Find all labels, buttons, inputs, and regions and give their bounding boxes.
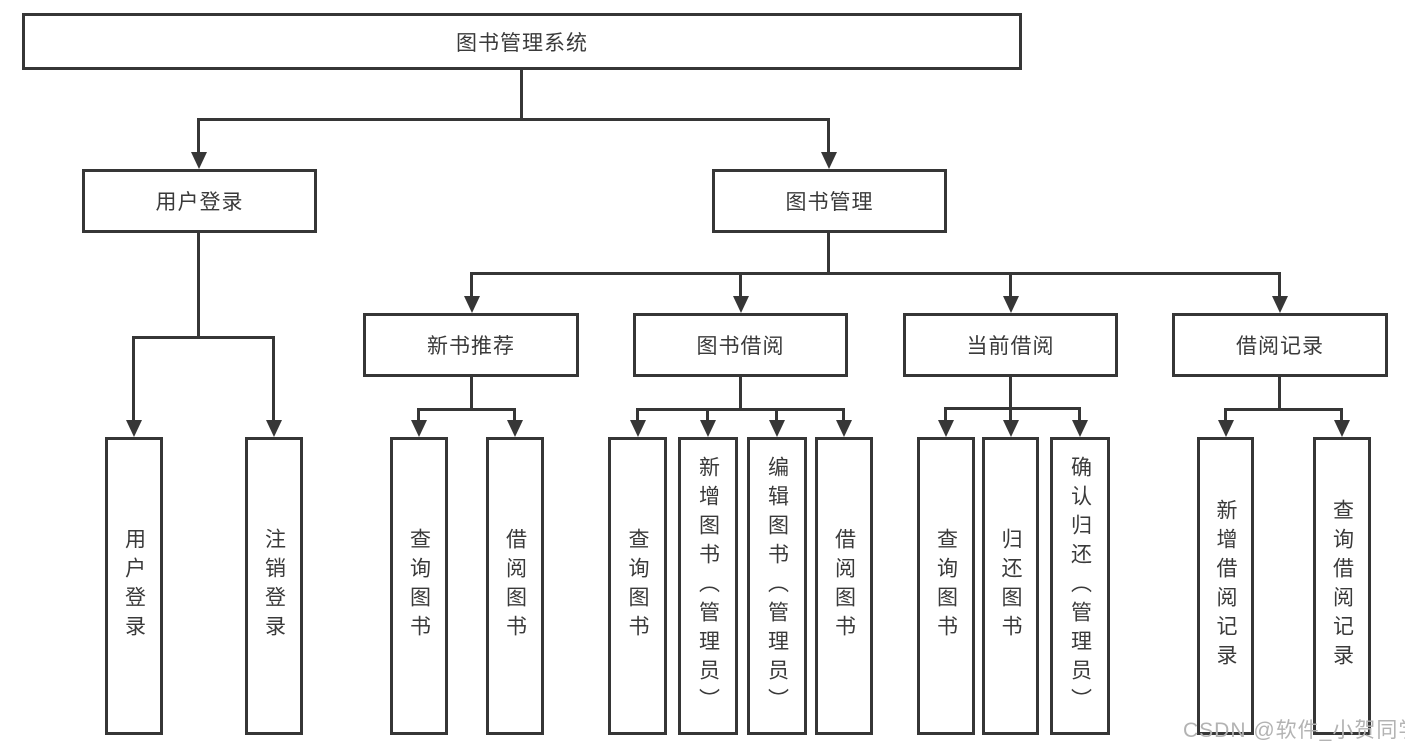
leaf-user-login-label: 用户登录: [122, 528, 146, 644]
connector-line: [1340, 408, 1343, 423]
leaf-records-add-record: 新增借阅记录: [1197, 437, 1254, 735]
leaf-borrow-edit-books-admin-label: 编辑图书（管理员）: [765, 455, 789, 717]
node-borrow-records: 借阅记录: [1172, 313, 1388, 377]
connector-line: [636, 408, 845, 411]
arrow-down-icon: [507, 420, 523, 437]
node-user-login-label: 用户登录: [155, 191, 244, 214]
connector-line: [272, 336, 275, 423]
arrow-down-icon: [938, 420, 954, 437]
leaf-current-confirm-return-admin-label: 确认归还（管理员）: [1068, 455, 1092, 717]
connector-line: [706, 408, 709, 423]
leaf-current-query-books-label: 查询图书: [934, 528, 958, 644]
arrow-down-icon: [630, 420, 646, 437]
leaf-borrow-query-books: 查询图书: [608, 437, 667, 735]
node-new-book-recommend-label: 新书推荐: [427, 335, 515, 358]
node-book-borrow-label: 图书借阅: [696, 335, 785, 358]
connector-line: [417, 408, 420, 423]
node-book-borrow: 图书借阅: [633, 313, 848, 377]
connector-line: [739, 272, 742, 299]
arrow-down-icon: [1334, 420, 1350, 437]
node-book-management: 图书管理: [712, 169, 947, 233]
leaf-logout-login: 注销登录: [245, 437, 303, 735]
leaf-current-query-books: 查询图书: [917, 437, 975, 735]
arrow-down-icon: [411, 420, 427, 437]
leaf-records-query-record: 查询借阅记录: [1313, 437, 1371, 735]
connector-line: [197, 118, 200, 155]
leaf-borrow-borrow-books-label: 借阅图书: [832, 528, 856, 644]
leaf-borrow-borrow-books: 借阅图书: [815, 437, 873, 735]
connector-line: [418, 408, 516, 411]
leaf-recommend-borrow-books: 借阅图书: [486, 437, 544, 735]
connector-line: [470, 272, 1281, 275]
leaf-records-add-record-label: 新增借阅记录: [1214, 499, 1237, 673]
arrow-down-icon: [464, 296, 480, 313]
leaf-records-query-record-label: 查询借阅记录: [1330, 499, 1354, 673]
arrow-down-icon: [1272, 296, 1288, 313]
connector-line: [470, 272, 473, 299]
arrow-down-icon: [769, 420, 785, 437]
connector-line: [470, 377, 473, 408]
connector-line: [1009, 377, 1012, 408]
leaf-current-return-books: 归还图书: [982, 437, 1039, 735]
connector-line: [133, 336, 275, 339]
connector-line: [1009, 272, 1012, 299]
connector-line: [636, 408, 639, 423]
arrow-down-icon: [733, 296, 749, 313]
node-borrow-records-label: 借阅记录: [1236, 335, 1324, 358]
connector-line: [775, 408, 778, 423]
connector-line: [513, 408, 516, 423]
connector-line: [827, 118, 830, 155]
arrow-down-icon: [1218, 420, 1234, 437]
leaf-user-login: 用户登录: [105, 437, 163, 735]
leaf-recommend-query-books-label: 查询图书: [407, 528, 431, 644]
node-current-borrow: 当前借阅: [903, 313, 1118, 377]
connector-line: [739, 377, 742, 408]
leaf-borrow-add-books-admin: 新增图书（管理员）: [678, 437, 738, 735]
arrow-down-icon: [1072, 420, 1088, 437]
connector-line: [1278, 377, 1281, 408]
arrow-down-icon: [821, 152, 837, 169]
arrow-down-icon: [191, 152, 207, 169]
connector-line: [132, 336, 135, 423]
leaf-borrow-query-books-label: 查询图书: [626, 528, 649, 644]
node-root-label: 图书管理系统: [456, 31, 588, 55]
connector-line: [1078, 407, 1081, 423]
arrow-down-icon: [266, 420, 282, 437]
node-book-management-label: 图书管理: [785, 191, 874, 214]
node-new-book-recommend: 新书推荐: [363, 313, 579, 377]
leaf-borrow-add-books-admin-label: 新增图书（管理员）: [696, 455, 720, 717]
leaf-current-confirm-return-admin: 确认归还（管理员）: [1050, 437, 1110, 735]
connector-line: [1224, 408, 1227, 423]
connector-line: [944, 407, 947, 423]
leaf-current-return-books-label: 归还图书: [999, 528, 1022, 644]
arrow-down-icon: [1003, 296, 1019, 313]
arrow-down-icon: [1003, 420, 1019, 437]
node-current-borrow-label: 当前借阅: [966, 335, 1055, 358]
arrow-down-icon: [126, 420, 142, 437]
leaf-recommend-borrow-books-label: 借阅图书: [503, 528, 527, 644]
connector-line: [842, 408, 845, 423]
connector-line: [520, 70, 523, 118]
connector-line: [198, 118, 830, 121]
leaf-recommend-query-books: 查询图书: [390, 437, 448, 735]
csdn-watermark: CSDN @软件_小贺同学: [1183, 719, 1405, 742]
node-user-login: 用户登录: [82, 169, 317, 233]
connector-line: [1224, 408, 1343, 411]
leaf-logout-login-label: 注销登录: [262, 528, 286, 644]
connector-line: [1278, 272, 1281, 299]
connector-line: [827, 233, 830, 272]
connector-line: [945, 407, 1081, 410]
arrow-down-icon: [836, 420, 852, 437]
leaf-borrow-edit-books-admin: 编辑图书（管理员）: [747, 437, 807, 735]
connector-line: [1009, 407, 1012, 423]
arrow-down-icon: [700, 420, 716, 437]
connector-line: [197, 233, 200, 336]
node-root: 图书管理系统: [22, 13, 1022, 70]
